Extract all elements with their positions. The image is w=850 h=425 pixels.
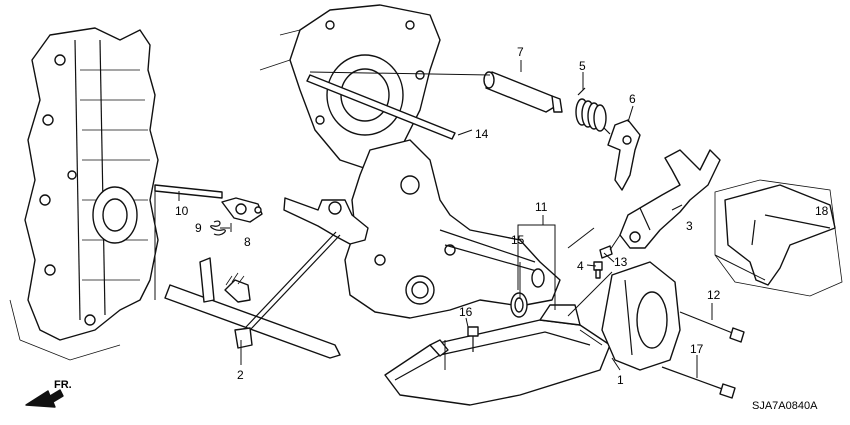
callout-4: 4 <box>577 259 584 273</box>
callout-13: 13 <box>614 255 628 269</box>
shaft-7 <box>483 71 563 113</box>
lever-6 <box>607 119 641 191</box>
leader-lines <box>154 71 766 370</box>
transmission-case-center <box>344 139 561 319</box>
control-rod <box>245 197 369 331</box>
front-direction-arrow-icon <box>25 389 64 408</box>
cover-1 <box>601 261 681 371</box>
callout-2: 2 <box>237 368 244 382</box>
bolt-12 <box>679 311 745 343</box>
shift-fork-3 <box>619 149 721 249</box>
oil-strainer-11 <box>384 304 611 406</box>
spring-5 <box>575 87 611 135</box>
callout-14: 14 <box>475 127 489 141</box>
spring-9 <box>210 220 226 236</box>
plate-18 <box>714 179 843 297</box>
clip-13 <box>599 245 613 259</box>
shaft-10 <box>154 184 223 199</box>
callout-11: 11 <box>535 200 548 214</box>
callout-16: 16 <box>459 305 473 319</box>
callout-leaders <box>178 60 713 378</box>
callout-6: 6 <box>629 92 636 106</box>
callout-15: 15 <box>511 233 525 247</box>
front-direction-label: FR. <box>54 379 72 391</box>
callout-8: 8 <box>244 235 251 249</box>
callout-18: 18 <box>815 204 829 218</box>
selector-shaft-2 <box>164 257 341 359</box>
callout-12: 12 <box>707 288 721 302</box>
callout-1: 1 <box>617 373 624 387</box>
callout-10: 10 <box>175 204 189 218</box>
shaft-14 <box>306 74 456 140</box>
o-ring-15 <box>510 292 528 318</box>
transmission-housing-left <box>9 27 159 361</box>
callout-5: 5 <box>579 59 586 73</box>
bolt-4 <box>593 261 603 279</box>
callout-9: 9 <box>195 221 202 235</box>
callout-3: 3 <box>686 219 693 233</box>
detent-8 <box>221 197 263 223</box>
bolt-17 <box>661 366 736 399</box>
diagram-code: SJA7A0840A <box>752 400 818 412</box>
callout-7: 7 <box>517 45 524 59</box>
bolt-16 <box>467 326 479 352</box>
callout-17: 17 <box>690 342 704 356</box>
